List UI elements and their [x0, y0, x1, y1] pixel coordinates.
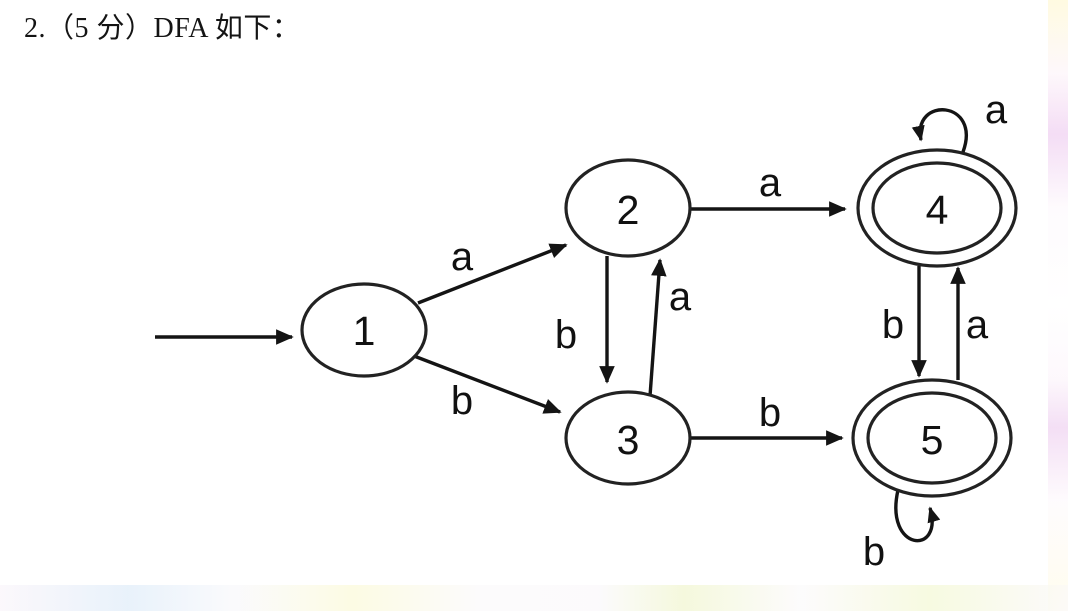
edge-1-to-3 [413, 354, 562, 414]
state-node-4[interactable]: 4 [856, 148, 1018, 268]
question-heading: 2.（5 分）DFA 如下： [24, 13, 301, 44]
edge-label-2-to-3: b [555, 313, 577, 357]
edge-1-to-2 [417, 243, 568, 305]
edge-label-3-to-5: b [759, 391, 781, 435]
edge-3-to-2 [648, 258, 667, 397]
edge-label-1-to-2: a [451, 235, 474, 279]
state-node-1[interactable]: 1 [300, 282, 428, 378]
edge-label-4-to-5: b [882, 303, 904, 347]
state-node-3[interactable]: 3 [564, 390, 692, 486]
edge-label-5-to-4: a [966, 303, 989, 347]
edge-label-self-loop-5: b [863, 530, 885, 574]
state-label-1: 1 [353, 308, 376, 354]
state-node-5[interactable]: 5 [851, 378, 1013, 498]
state-label-3: 3 [617, 417, 640, 463]
state-label-2: 2 [617, 187, 640, 233]
self-loop-4 [911, 108, 968, 153]
state-label-5: 5 [921, 417, 944, 463]
edge-label-1-to-3: b [451, 379, 473, 423]
state-label-4: 4 [926, 187, 949, 233]
state-node-2[interactable]: 2 [564, 158, 692, 258]
edge-label-3-to-2: a [669, 275, 692, 319]
self-loop-5 [894, 489, 941, 543]
edge-label-2-to-4: a [759, 161, 782, 205]
edge-label-self-loop-4: a [985, 88, 1008, 132]
